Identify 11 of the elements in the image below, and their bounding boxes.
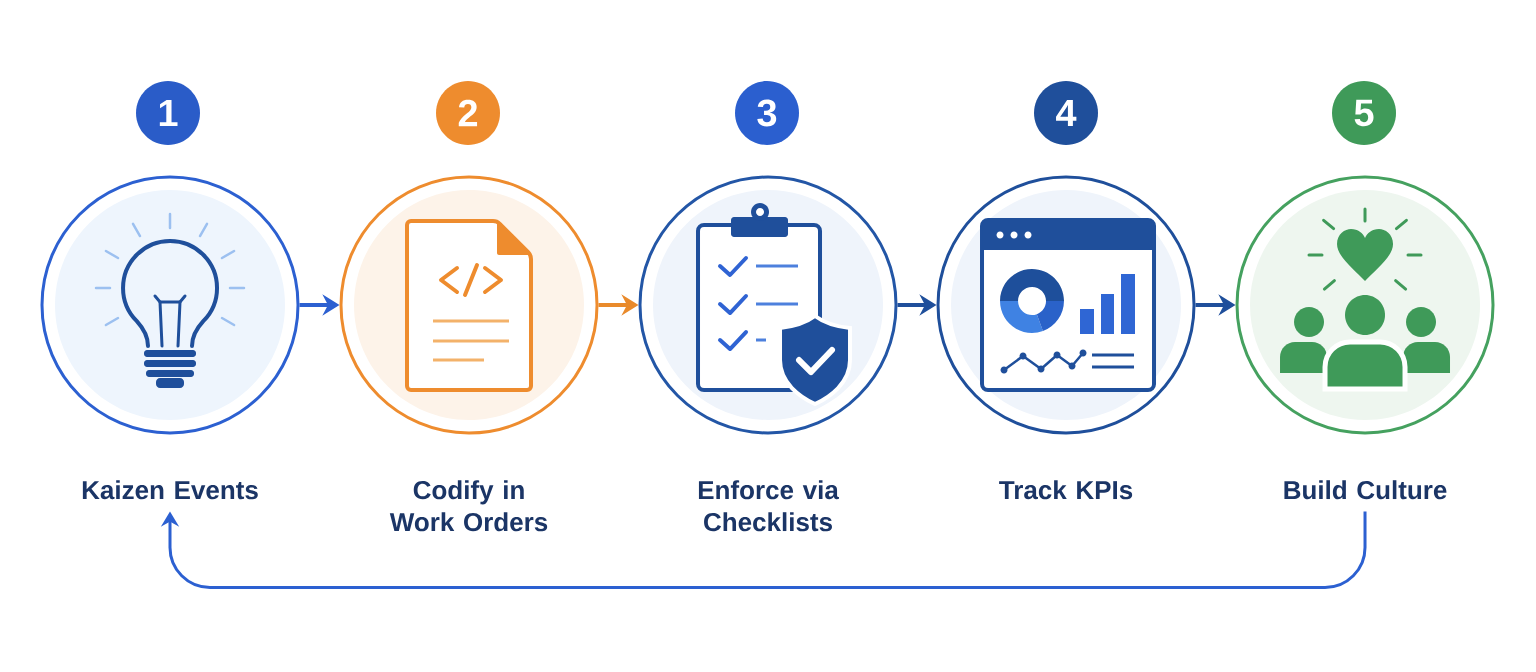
number-badge: 1 (136, 81, 200, 145)
step-label: Codify in Work Orders (389, 480, 548, 532)
step-label: Build Culture (1284, 480, 1447, 500)
number-badge: 2 (436, 81, 500, 145)
step-label: Enforce via Checklists (698, 480, 839, 532)
number-badge: 5 (1332, 81, 1396, 145)
step-label: Track KPIs (999, 480, 1133, 500)
number-badge: 3 (735, 81, 799, 145)
step-label: Kaizen Events (82, 480, 258, 500)
return-arrow (160, 511, 1367, 589)
number-badge: 4 (1034, 81, 1098, 145)
